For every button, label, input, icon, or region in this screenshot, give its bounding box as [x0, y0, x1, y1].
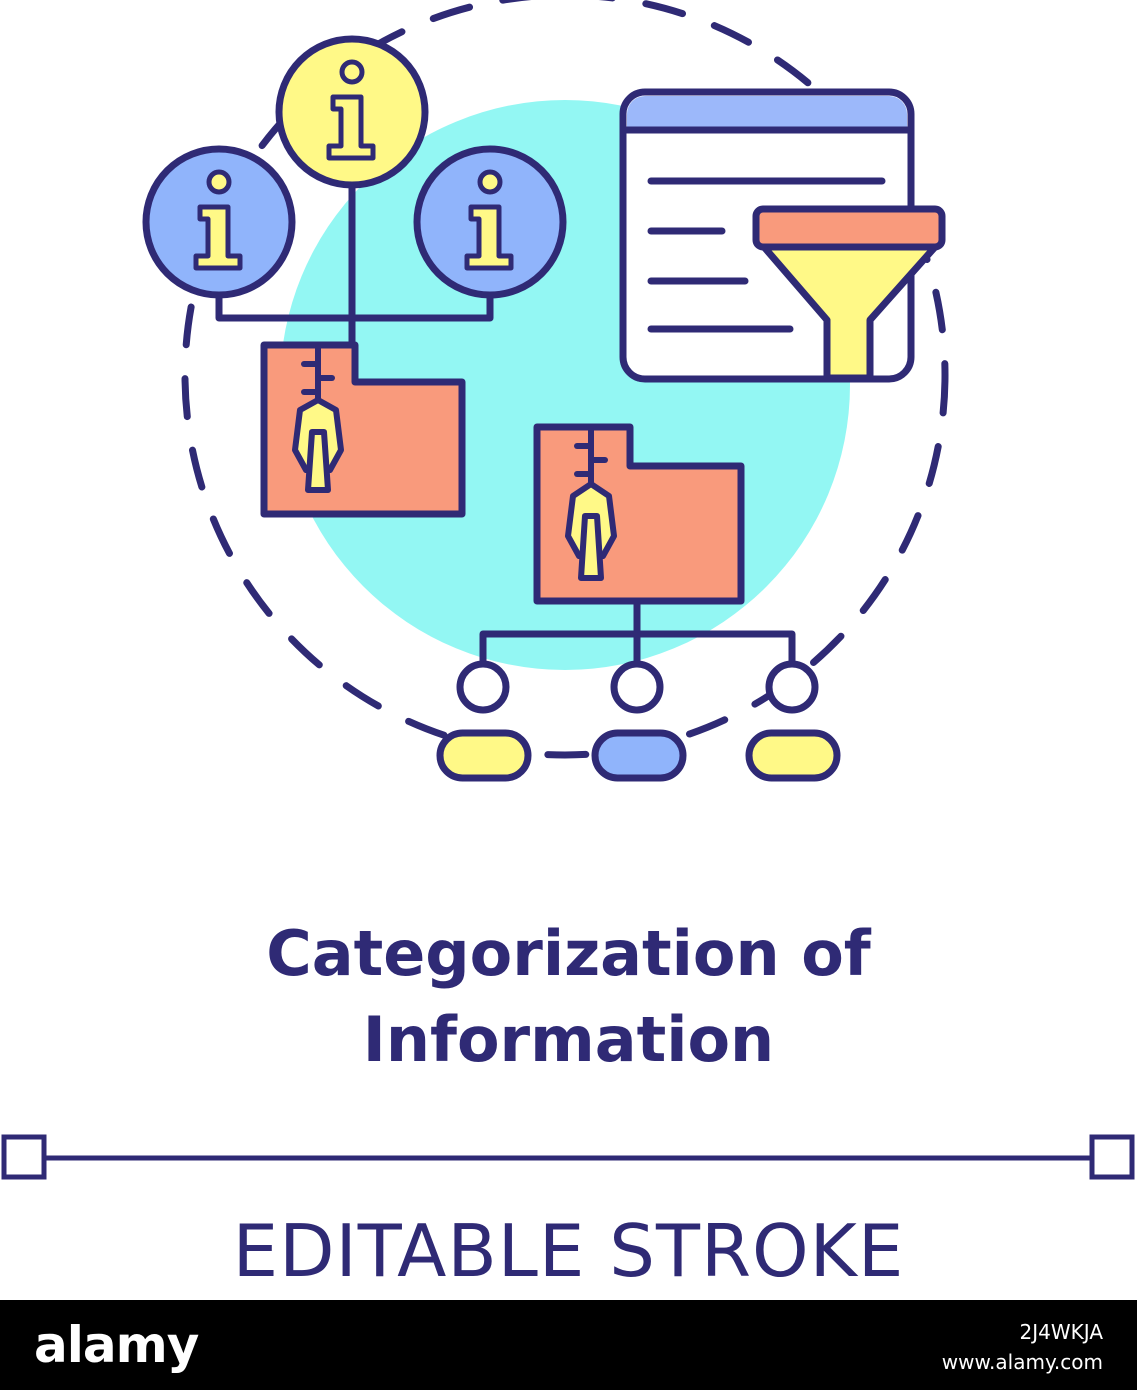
image-id: 2J4WKJA: [1019, 1320, 1103, 1344]
footer-bar: alamy 2J4WKJA www.alamy.com: [0, 1300, 1137, 1390]
title-line-2: Information: [362, 1003, 775, 1076]
info-icon: [142, 145, 296, 299]
info-connector: [215, 185, 494, 350]
funnel-icon: [752, 205, 946, 382]
dashed-circle: [181, 0, 949, 759]
title-line-1: Categorization of: [266, 917, 871, 990]
folder-zip-icon: [260, 341, 466, 518]
hierarchy-icon: [436, 601, 841, 782]
info-icon: [413, 145, 567, 299]
brand-logo: alamy: [34, 1316, 199, 1374]
info-icon: [275, 35, 429, 189]
page-title: Categorization of Information: [0, 911, 1137, 1083]
editable-stroke-line: [1, 1134, 1135, 1180]
folder-zip-icon: [533, 423, 745, 605]
editable-stroke-label: EDITABLE STROKE: [232, 1209, 905, 1293]
concept-illustration: [1, 0, 1135, 1180]
site-url: www.alamy.com: [941, 1350, 1103, 1374]
